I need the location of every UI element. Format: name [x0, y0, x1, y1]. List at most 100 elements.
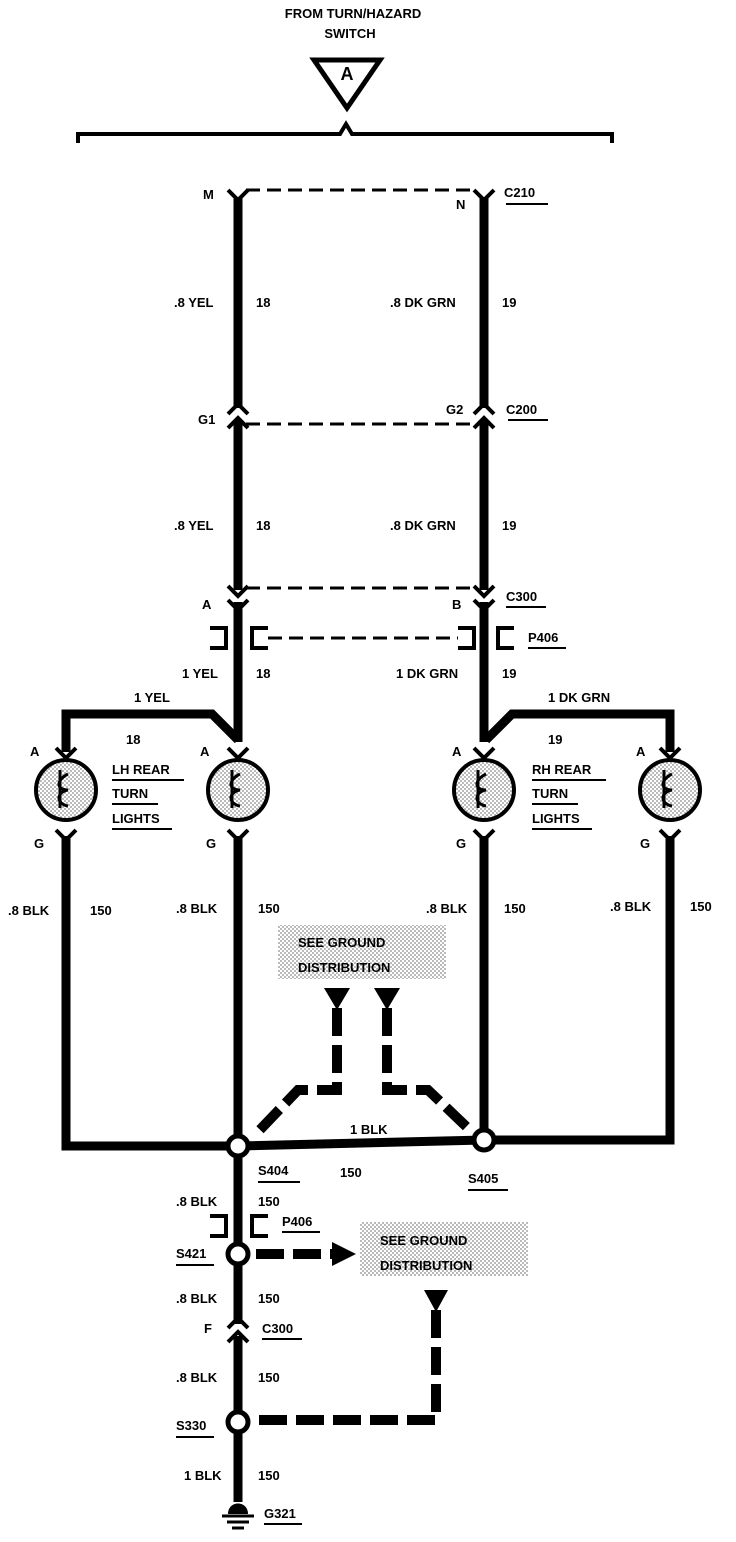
pin-b-label: B	[452, 597, 461, 612]
wire-grn-a-label: .8 DK GRN	[390, 295, 456, 310]
ground-arrow-left	[250, 988, 350, 1140]
ground-box2-line2: DISTRIBUTION	[380, 1258, 472, 1273]
wire-blk8-label: 1 BLK	[184, 1468, 222, 1483]
wire-blk3-num: 150	[504, 901, 526, 916]
wire-grn-branch-num: 19	[548, 732, 562, 747]
wire-grn-b-num: 19	[502, 518, 516, 533]
wire-blk8-num: 150	[258, 1468, 280, 1483]
blk-rh-outer-wire	[484, 836, 675, 1145]
bulb-filament-icon	[57, 770, 69, 808]
lamp2-pin-a: A	[200, 744, 210, 759]
pin-n-label: N	[456, 197, 465, 212]
wire-grn-c-label: 1 DK GRN	[396, 666, 458, 681]
blk-lh-outer-wire	[61, 836, 238, 1151]
wire-grn-c-num: 19	[502, 666, 516, 681]
s404-label: S404	[258, 1163, 289, 1178]
bulb-filament-icon	[475, 770, 487, 808]
s330-label: S330	[176, 1418, 206, 1433]
wire-grn-b-label: .8 DK GRN	[390, 518, 456, 533]
c210-label: C210	[504, 185, 535, 200]
lamp3-pin-a: A	[452, 744, 462, 759]
connector-c300-top-chevrons	[226, 584, 496, 613]
pin-a-label: A	[202, 597, 212, 612]
wire-grn-a-num: 19	[502, 295, 516, 310]
wire-blk5-num: 150	[258, 1194, 280, 1209]
c300-low-label: C300	[262, 1321, 293, 1336]
connector-c210-chevrons	[226, 188, 496, 203]
wire-yel-c-label: 1 YEL	[182, 666, 218, 681]
pin-f-label: F	[204, 1321, 212, 1336]
lamp-rh-inner	[452, 758, 516, 822]
bulb-filament-icon	[229, 770, 241, 808]
switch-triangle-label: A	[341, 64, 354, 84]
wire-blk6-label: .8 BLK	[176, 1291, 218, 1306]
g321-label: G321	[264, 1506, 296, 1521]
lh-caption-line1: LH REAR	[112, 762, 170, 777]
lamp4-pin-a: A	[636, 744, 646, 759]
ground-arrow-s421	[256, 1242, 356, 1266]
header-line1: FROM TURN/HAZARD	[285, 6, 421, 21]
c300-top-label: C300	[506, 589, 537, 604]
wire-grn-branch-label: 1 DK GRN	[548, 690, 610, 705]
lamp2-pin-g: G	[206, 836, 216, 851]
s421-label: S421	[176, 1246, 206, 1261]
wire-yel-a-label: .8 YEL	[174, 295, 214, 310]
lh-caption-line3: LIGHTS	[112, 811, 160, 826]
ground-symbol-icon	[222, 1503, 254, 1530]
wire-blk5-label: .8 BLK	[176, 1194, 218, 1209]
wire-blk7-num: 150	[258, 1370, 280, 1385]
p406-low-label: P406	[282, 1214, 312, 1229]
wire-yel-branch-label: 1 YEL	[134, 690, 170, 705]
c300-low-chevrons	[226, 1315, 250, 1344]
wire-blk2-label: .8 BLK	[176, 901, 218, 916]
grn-branch-wire	[482, 709, 675, 752]
lamp3-pin-g: G	[456, 836, 466, 851]
splice-s404	[225, 1133, 251, 1159]
switch-triangle-icon: A	[309, 57, 385, 113]
bulb-filament-icon	[661, 770, 673, 808]
ground-distribution-box-2	[360, 1222, 528, 1276]
splice-s330	[225, 1409, 251, 1435]
ground-arrow-right	[374, 988, 476, 1136]
pin-g2-label: G2	[446, 402, 463, 417]
pin-g1-label: G1	[198, 412, 215, 427]
splice-s421	[225, 1241, 251, 1267]
pin-m-label: M	[203, 187, 214, 202]
yel-branch-wire	[61, 709, 242, 752]
splice-s405	[471, 1127, 497, 1153]
wire-blk1-label: .8 BLK	[8, 903, 50, 918]
c200-label: C200	[506, 402, 537, 417]
connector-c200-chevrons	[226, 401, 496, 430]
s405-label: S405	[468, 1171, 498, 1186]
lamp-rh-outer	[638, 758, 702, 822]
wire-blk7-label: .8 BLK	[176, 1370, 218, 1385]
blk-s404-s405-wire	[237, 1135, 485, 1151]
lh-caption-line2: TURN	[112, 786, 148, 801]
ground-distribution-box-1	[278, 925, 446, 979]
wire-blk1-num: 150	[90, 903, 112, 918]
p406-top-label: P406	[528, 630, 558, 645]
ground-box1-line1: SEE GROUND	[298, 935, 385, 950]
lamp-lh-outer	[34, 758, 98, 822]
ground-arrow-s330	[256, 1290, 448, 1425]
ground-box1-line2: DISTRIBUTION	[298, 960, 390, 975]
lamp1-pin-g: G	[34, 836, 44, 851]
ground-box2-line1: SEE GROUND	[380, 1233, 467, 1248]
p406-top-brackets	[210, 626, 514, 650]
lamp-lh-inner	[206, 758, 270, 822]
rh-caption-line2: TURN	[532, 786, 568, 801]
header-line2: SWITCH	[324, 26, 375, 41]
wire-blk4-label: .8 BLK	[610, 899, 652, 914]
p406-low-brackets	[210, 1214, 268, 1238]
s404-wire-num: 150	[340, 1165, 362, 1180]
wire-yel-a-num: 18	[256, 295, 270, 310]
wire-yel-b-label: .8 YEL	[174, 518, 214, 533]
wire-yel-branch-num: 18	[126, 732, 140, 747]
wire-yel-c-num: 18	[256, 666, 270, 681]
rh-caption-line3: LIGHTS	[532, 811, 580, 826]
wire-blk6-num: 150	[258, 1291, 280, 1306]
wire-blk-mid-label: 1 BLK	[350, 1122, 388, 1137]
wire-blk3-label: .8 BLK	[426, 901, 468, 916]
rh-caption-line1: RH REAR	[532, 762, 592, 777]
